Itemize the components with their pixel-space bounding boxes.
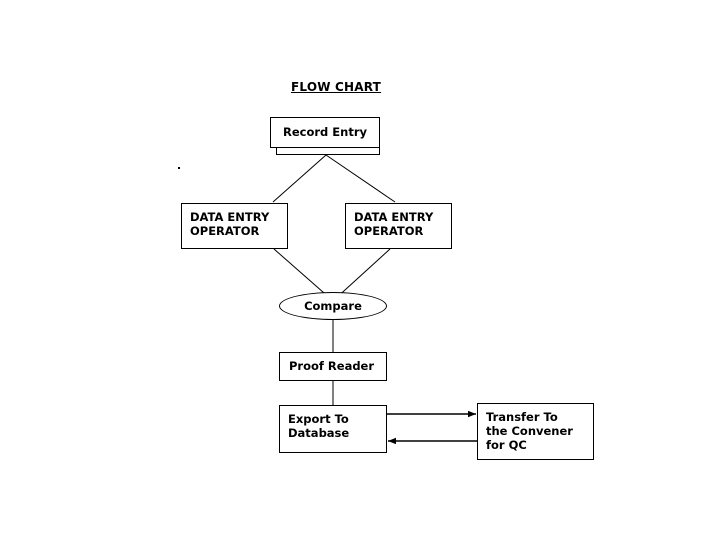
node-transfer-to-convener[interactable]: Transfer To the Convener for QC <box>477 403 594 460</box>
node-record-entry-label: Record Entry <box>283 125 367 139</box>
node-proof-reader-label: Proof Reader <box>289 359 375 373</box>
node-transfer-to-convener-label: Transfer To the Convener for QC <box>486 410 573 452</box>
node-data-entry-operator-left-label: DATA ENTRY OPERATOR <box>190 210 270 238</box>
node-proof-reader[interactable]: Proof Reader <box>279 352 387 381</box>
page-title: FLOW CHART <box>291 80 382 94</box>
node-export-to-database[interactable]: Export To Database <box>279 405 387 453</box>
ink-speck <box>178 167 180 169</box>
node-data-entry-operator-left[interactable]: DATA ENTRY OPERATOR <box>181 203 288 249</box>
node-data-entry-operator-right[interactable]: DATA ENTRY OPERATOR <box>345 203 452 249</box>
node-record-entry[interactable]: Record Entry <box>270 117 380 148</box>
node-data-entry-operator-right-label: DATA ENTRY OPERATOR <box>354 210 434 238</box>
edge-record-entry-to-operator-right <box>325 154 396 203</box>
node-compare-label: Compare <box>304 299 362 313</box>
edge-record-entry-to-operator-left <box>272 154 327 203</box>
node-compare[interactable]: Compare <box>279 292 387 320</box>
node-export-to-database-label: Export To Database <box>288 412 350 440</box>
